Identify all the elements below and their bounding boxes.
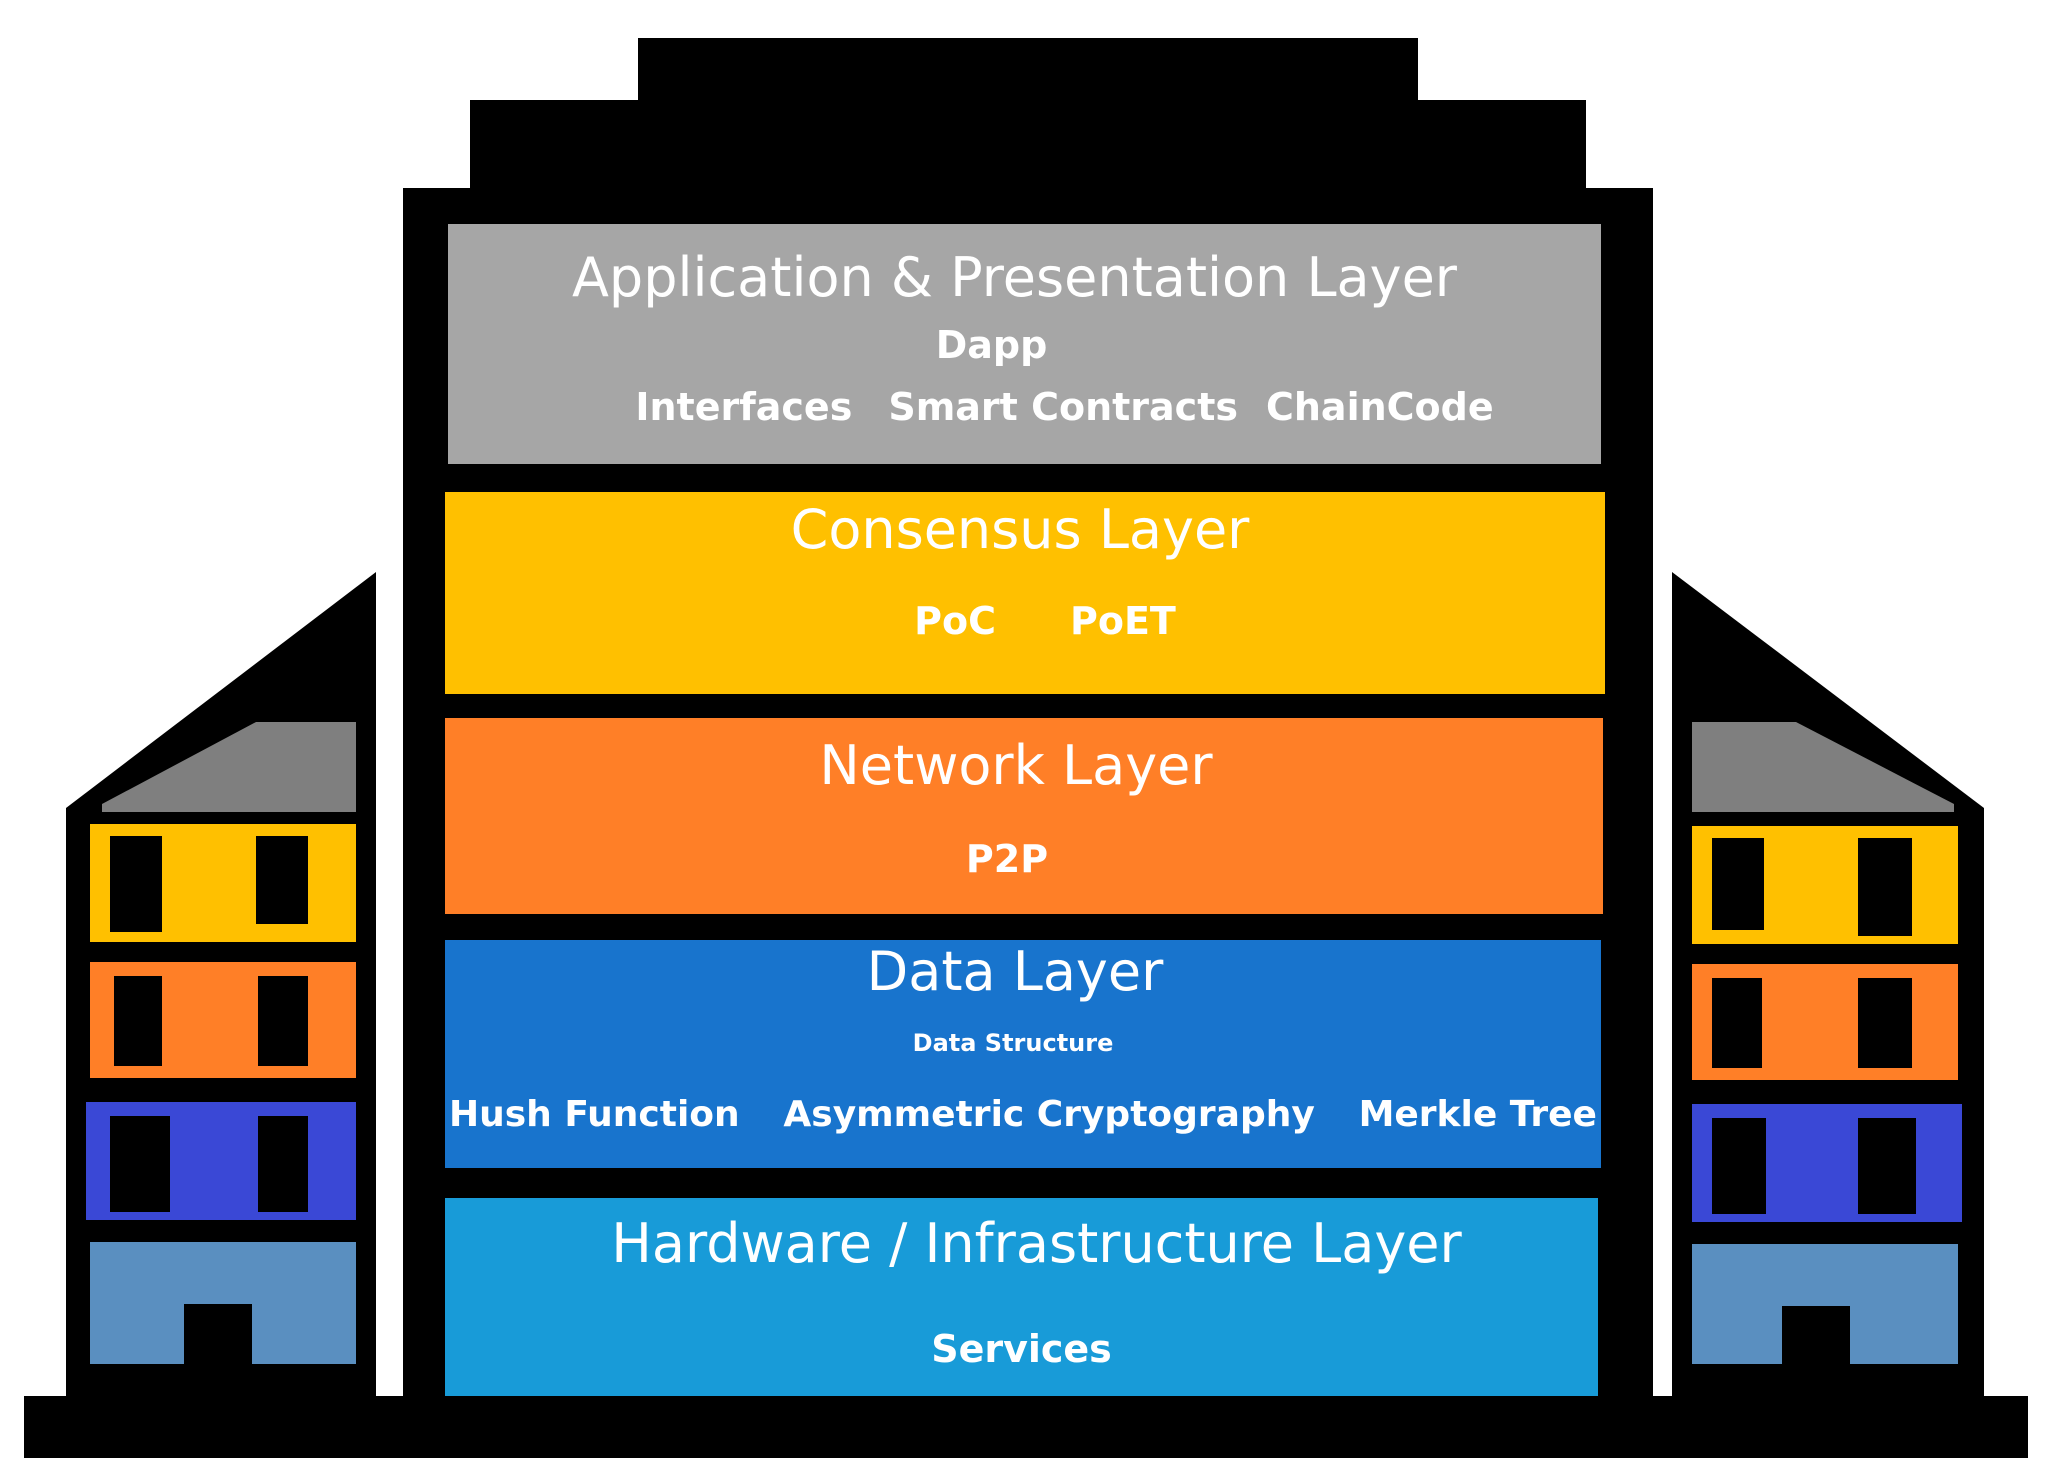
network-layer: Network Layer P2P bbox=[445, 718, 1603, 914]
hardware-layer-title: Hardware / Infrastructure Layer bbox=[611, 1212, 1462, 1275]
network-layer-subtitle: P2P bbox=[965, 837, 1049, 881]
left-side-building bbox=[66, 572, 390, 1400]
tower-roof-top bbox=[638, 38, 1418, 108]
window bbox=[258, 1116, 308, 1212]
window bbox=[114, 976, 162, 1066]
door bbox=[184, 1304, 252, 1368]
tower-roof-middle bbox=[470, 100, 1586, 192]
window bbox=[1712, 978, 1762, 1068]
window bbox=[1712, 838, 1764, 930]
consensus-layer: Consensus Layer PoC PoET bbox=[445, 492, 1605, 694]
item-interfaces: Interfaces bbox=[635, 385, 853, 429]
consensus-layer-items: PoC PoET bbox=[445, 598, 1605, 644]
window bbox=[256, 836, 308, 924]
item-asymmetric-cryptography: Asymmetric Cryptography bbox=[783, 1094, 1315, 1135]
application-presentation-layer: Application & Presentation Layer Dapp In… bbox=[448, 224, 1601, 464]
data-layer-subtitle: Data Structure bbox=[912, 1029, 1114, 1057]
hardware-layer-subtitle: Services bbox=[931, 1327, 1112, 1371]
item-hush-function: Hush Function bbox=[449, 1094, 740, 1135]
item-smart-contracts: Smart Contracts bbox=[888, 385, 1238, 429]
door bbox=[1782, 1306, 1850, 1368]
application-layer-title: Application & Presentation Layer bbox=[571, 246, 1457, 309]
window bbox=[1858, 978, 1912, 1068]
window bbox=[1712, 1118, 1766, 1214]
window bbox=[110, 1116, 170, 1212]
application-layer-subtitle: Dapp bbox=[935, 323, 1048, 367]
window bbox=[258, 976, 308, 1066]
hardware-infrastructure-layer: Hardware / Infrastructure Layer Services bbox=[445, 1198, 1598, 1396]
data-layer: Data Layer Data Structure Hush Function … bbox=[445, 940, 1601, 1168]
ground-base bbox=[24, 1396, 2028, 1458]
window bbox=[110, 836, 162, 932]
item-poc: PoC bbox=[914, 599, 996, 643]
window bbox=[1858, 838, 1912, 936]
consensus-layer-title: Consensus Layer bbox=[790, 498, 1250, 561]
network-layer-title: Network Layer bbox=[819, 734, 1213, 797]
window bbox=[1858, 1118, 1916, 1214]
item-chaincode: ChainCode bbox=[1265, 385, 1494, 429]
item-merkle-tree: Merkle Tree bbox=[1358, 1094, 1597, 1135]
application-layer-items: Interfaces Smart Contracts ChainCode bbox=[448, 384, 1601, 430]
right-side-building bbox=[1672, 572, 1996, 1400]
data-layer-title: Data Layer bbox=[866, 940, 1164, 1003]
data-layer-items: Hush Function Asymmetric Cryptography Me… bbox=[445, 1092, 1601, 1138]
item-poet: PoET bbox=[1070, 599, 1176, 643]
